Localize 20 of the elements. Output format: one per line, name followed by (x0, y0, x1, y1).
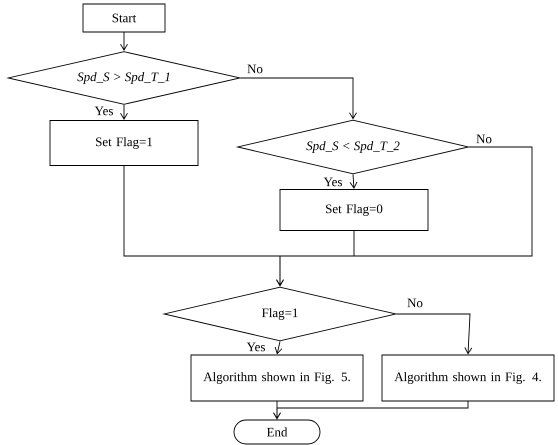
arrow (350, 174, 358, 190)
edge-label: Yes (94, 106, 114, 116)
process-box: Start (82, 4, 166, 32)
edge-label: Yes (246, 342, 266, 352)
arrow (273, 401, 468, 420)
edge-label: No (476, 134, 492, 144)
process-box: Algorithm shown in Fig. 5. (190, 354, 364, 402)
process-box: Algorithm shown in Fig. 4. (382, 354, 554, 402)
arrow (274, 341, 282, 355)
arrow (276, 146, 532, 287)
arrow (120, 32, 128, 52)
edge-label: Yes (323, 177, 343, 187)
arrow (240, 78, 357, 120)
arrow (396, 314, 472, 355)
edge-label: No (246, 64, 264, 74)
arrow (120, 104, 128, 120)
terminal-box: End (234, 420, 320, 444)
edge-label: No (406, 298, 424, 308)
process-box: Set Flag=1 (50, 120, 198, 166)
process-box: Set Flag=0 (280, 189, 428, 231)
